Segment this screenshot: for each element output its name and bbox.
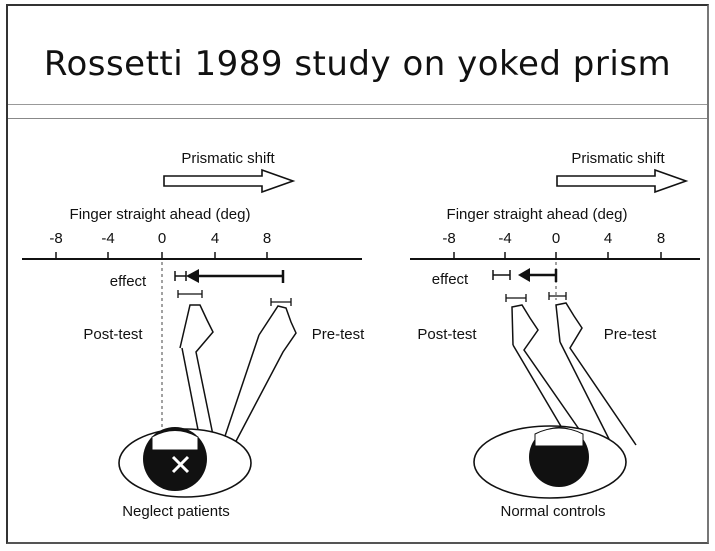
right-effect-errorbar — [493, 270, 510, 280]
right-pre-test-arm — [556, 303, 636, 445]
left-pre-test-label: Pre-test — [312, 326, 365, 343]
right-shift-label: Prismatic shift — [571, 150, 665, 167]
left-prism-shift-arrow — [164, 170, 293, 192]
right-panel: Prismatic shift Finger straight ahead (d… — [410, 150, 700, 520]
left-post-test-label: Post-test — [83, 326, 143, 343]
right-tick-label: -4 — [498, 230, 511, 247]
right-effect-arrowhead — [518, 268, 530, 282]
left-effect-label: effect — [110, 273, 147, 290]
left-post-test-arm — [180, 305, 214, 440]
left-pre-test-arm — [234, 306, 296, 445]
left-tick-label: -4 — [101, 230, 114, 247]
left-axis-label: Finger straight ahead (deg) — [70, 206, 251, 223]
right-tick-label: 4 — [604, 230, 612, 247]
left-panel: Prismatic shift Finger straight ahead (d… — [22, 150, 365, 520]
right-pre-test-label: Pre-test — [604, 326, 657, 343]
left-effect-errorbar — [175, 271, 186, 281]
right-fingertip-errorbars — [506, 292, 566, 302]
left-effect-arrowhead — [186, 269, 199, 283]
right-prism-shift-arrow — [557, 170, 686, 192]
right-axis-ticks — [454, 252, 661, 259]
right-post-test-label: Post-test — [417, 326, 477, 343]
right-effect-label: effect — [432, 271, 469, 288]
right-tick-labels: -8 -4 0 4 8 — [442, 230, 665, 247]
right-tick-label: 8 — [657, 230, 665, 247]
left-fingertip-errorbars — [178, 290, 291, 306]
right-tick-label: 0 — [552, 230, 560, 247]
right-effect-arrow — [526, 269, 556, 282]
right-post-test-arm — [512, 305, 590, 445]
right-caption: Normal controls — [500, 503, 605, 520]
left-tick-labels: -8 -4 0 4 8 — [49, 230, 271, 247]
left-tick-label: 4 — [211, 230, 219, 247]
right-tick-label: -8 — [442, 230, 455, 247]
left-effect-arrow — [194, 270, 283, 283]
left-tick-label: 8 — [263, 230, 271, 247]
right-axis-label: Finger straight ahead (deg) — [447, 206, 628, 223]
left-caption: Neglect patients — [122, 503, 230, 520]
left-shift-label: Prismatic shift — [181, 150, 275, 167]
left-tick-label: -8 — [49, 230, 62, 247]
left-axis-ticks — [56, 252, 267, 259]
left-tick-label: 0 — [158, 230, 166, 247]
